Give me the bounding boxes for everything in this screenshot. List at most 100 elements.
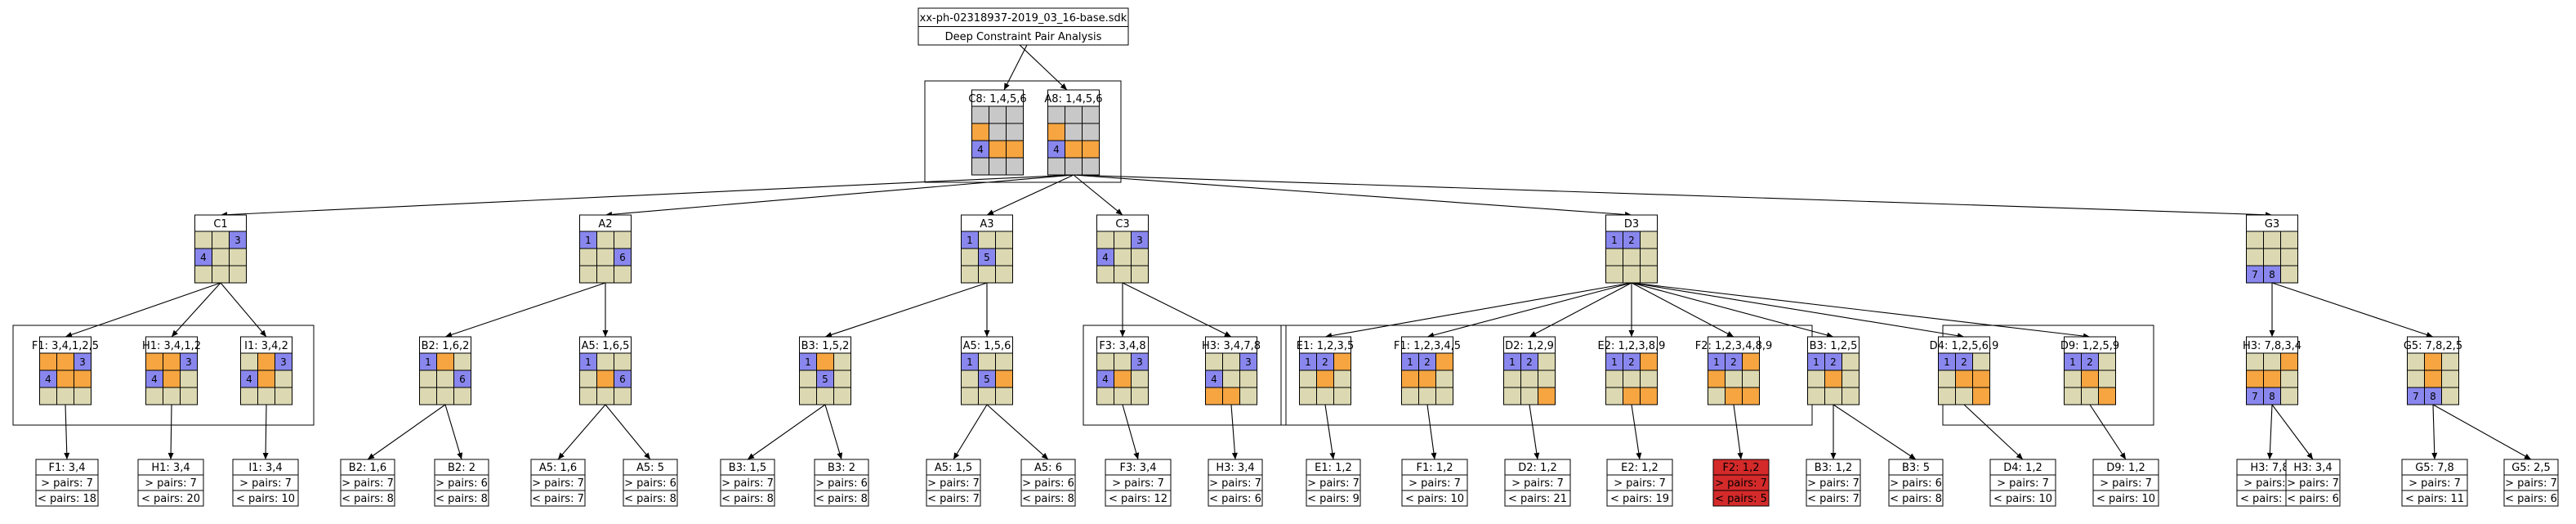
edge-level2-leaf-15 bbox=[1529, 404, 1540, 460]
grid-cell bbox=[212, 265, 230, 284]
edge-level1-level2-1 bbox=[171, 282, 221, 338]
leaf-line: > pairs: 7 bbox=[145, 477, 197, 490]
grid-cell bbox=[1725, 387, 1743, 405]
leaf-line: < pairs: 8 bbox=[435, 493, 488, 505]
grid-cell bbox=[2263, 352, 2281, 371]
grid-cell bbox=[816, 387, 834, 405]
cell-digit: 1 bbox=[1407, 356, 1413, 368]
leaf-line: B3: 1,2 bbox=[1815, 462, 1852, 474]
grid-cell bbox=[1082, 140, 1100, 159]
cell-digit: 4 bbox=[1102, 374, 1109, 385]
leaf-line: F1: 3,4 bbox=[49, 462, 86, 474]
level2-node: H1: 3,4,1,234 bbox=[142, 336, 201, 405]
leaf-frame bbox=[1020, 459, 1076, 507]
cell-digit: 6 bbox=[619, 252, 626, 263]
grid-cell bbox=[1742, 369, 1760, 388]
grid-cell bbox=[212, 231, 230, 249]
leaf-line: B2: 2 bbox=[448, 462, 475, 474]
leaf-line: > pairs: 7 bbox=[721, 477, 774, 490]
header-subtitle: Deep Constraint Pair Analysis bbox=[945, 31, 1102, 43]
leaf-node: B2: 2> pairs: 6< pairs: 8 bbox=[434, 459, 489, 507]
grid-cell bbox=[1065, 123, 1083, 141]
grid-cell bbox=[596, 231, 614, 249]
edge-level2-leaf-5 bbox=[557, 404, 606, 460]
leaf-line: > pairs: 7 bbox=[1807, 477, 1859, 490]
edge-level2-leaf-25 bbox=[2432, 404, 2532, 460]
grid-cell bbox=[1807, 387, 1825, 405]
grid-cell bbox=[39, 352, 57, 371]
leaf-line: > pairs: 7 bbox=[927, 477, 980, 490]
leaf-line: A5: 1,6 bbox=[539, 462, 577, 474]
leaf-node-highlight: F2: 1,2> pairs: 7< pairs: 5 bbox=[1712, 459, 1770, 507]
grid-cell bbox=[799, 387, 817, 405]
edge-level1-level2-0 bbox=[65, 282, 221, 338]
level2-node: H3: 3,4,7,834 bbox=[1202, 336, 1261, 405]
grid-cell bbox=[212, 248, 230, 266]
leaf-frame bbox=[2285, 459, 2341, 507]
leaf-line: > pairs: 7 bbox=[1409, 477, 1461, 490]
edge-level2-leaf-2 bbox=[262, 404, 269, 460]
grid-cell bbox=[240, 387, 258, 405]
leaf-line: < pairs: 8 bbox=[624, 493, 676, 505]
leaf-line: F1: 1,2 bbox=[1417, 462, 1453, 474]
grid-cell bbox=[1605, 387, 1623, 405]
leaf-line: > pairs: 7 bbox=[1209, 477, 1261, 490]
level2-node-label: D4: 1,2,5,6,9 bbox=[1930, 340, 1999, 352]
grid-cell bbox=[978, 387, 996, 405]
grid-cell bbox=[453, 352, 471, 371]
grid-cell bbox=[39, 387, 57, 405]
edge-level1-level2-18 bbox=[2271, 282, 2434, 338]
edge-level2-leaf-17 bbox=[1733, 404, 1743, 460]
leaf-node: B2: 1,6> pairs: 7< pairs: 8 bbox=[340, 459, 395, 507]
level2-node-label: F1: 1,2,3,4,5 bbox=[1394, 340, 1461, 352]
grid-cell bbox=[1640, 352, 1658, 371]
cell-digit: 3 bbox=[79, 356, 86, 368]
leaf-node: I1: 3,4> pairs: 7< pairs: 10 bbox=[232, 459, 299, 507]
cell-digit: 8 bbox=[2269, 269, 2275, 280]
grid-cell bbox=[1725, 369, 1743, 388]
grid-cell bbox=[1131, 265, 1149, 284]
grid-cell bbox=[2441, 387, 2459, 405]
grid-cell bbox=[579, 265, 597, 284]
grid-cell bbox=[614, 265, 632, 284]
edge-level1-level2-13 bbox=[1631, 282, 1734, 338]
edge-root-level1-4 bbox=[1073, 174, 1632, 217]
cell-digit: 4 bbox=[200, 252, 207, 263]
leaf-line: F2: 1,2 bbox=[1723, 462, 1760, 474]
grid-cell bbox=[1972, 369, 1990, 388]
leaf-node: H1: 3,4> pairs: 7< pairs: 20 bbox=[137, 459, 204, 507]
grid-cell bbox=[2424, 352, 2442, 371]
grid-cell bbox=[1623, 248, 1641, 266]
leaf-frame bbox=[1504, 459, 1571, 507]
leaf-line: > pairs: 7 bbox=[2287, 477, 2339, 490]
grid-cell bbox=[579, 387, 597, 405]
cell-digit: 1 bbox=[1944, 356, 1950, 368]
leaf-frame bbox=[2092, 459, 2159, 507]
grid-cell bbox=[1640, 369, 1658, 388]
grid-cell bbox=[1640, 387, 1658, 405]
grid-cell bbox=[1520, 387, 1538, 405]
edge-level2-leaf-12 bbox=[1230, 404, 1238, 460]
edge-level2-leaf-7 bbox=[747, 404, 826, 460]
cell-digit: 4 bbox=[246, 374, 252, 385]
edge-level2-leaf-13 bbox=[1324, 404, 1336, 460]
grid-cell bbox=[180, 369, 198, 388]
grid-cell bbox=[1096, 387, 1114, 405]
edge-level2-leaf-23 bbox=[2271, 404, 2314, 460]
leaf-line: D2: 1,2 bbox=[1518, 462, 1556, 474]
leaf-node: A5: 6> pairs: 6< pairs: 8 bbox=[1020, 459, 1076, 507]
grid-cell bbox=[833, 352, 851, 371]
grid-cell bbox=[2280, 369, 2298, 388]
level2-node: B2: 1,6,216 bbox=[419, 336, 471, 405]
grid-cell bbox=[194, 231, 212, 249]
leaf-frame bbox=[1712, 459, 1770, 507]
grid-cell bbox=[1047, 157, 1065, 176]
level1-node-label: C1 bbox=[213, 218, 227, 231]
edge-level2-leaf-22 bbox=[2266, 404, 2273, 460]
